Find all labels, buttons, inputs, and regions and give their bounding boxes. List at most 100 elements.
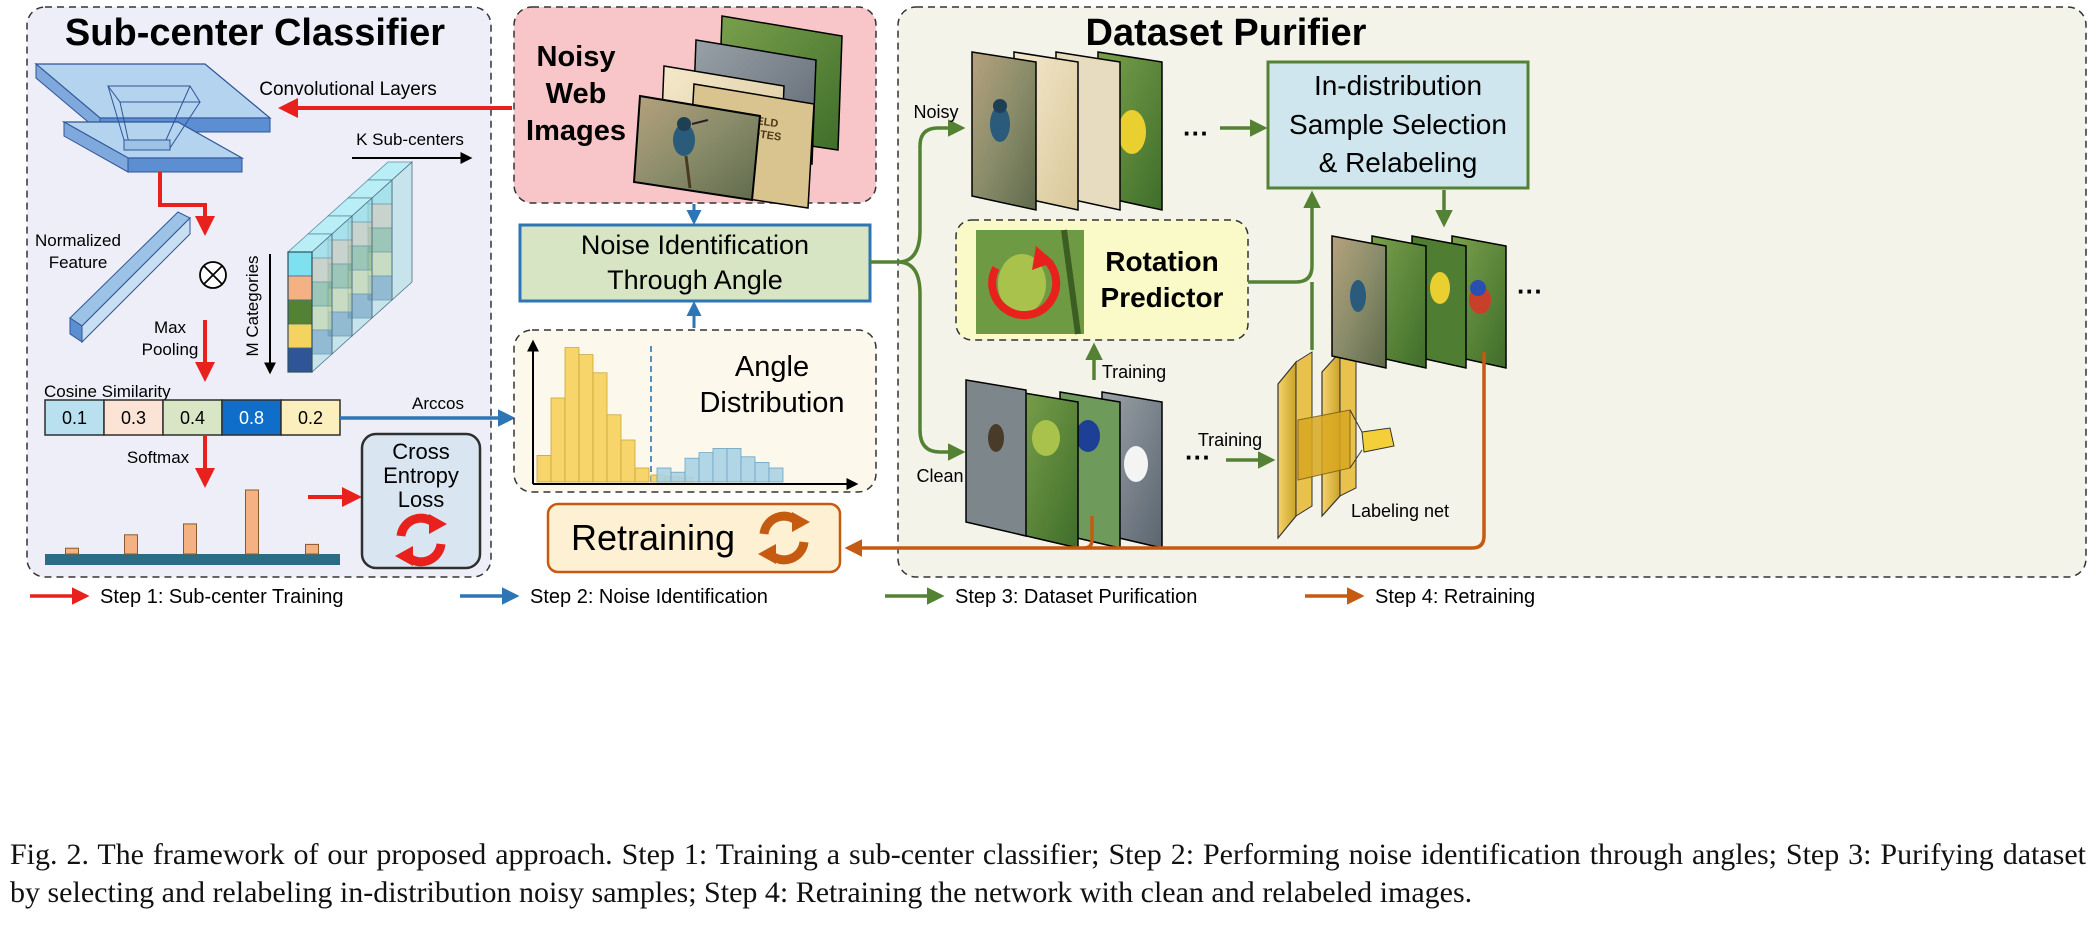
cosine-similarity-label: Cosine Similarity bbox=[44, 382, 171, 401]
noisy-web-label-3: Images bbox=[526, 115, 626, 147]
angle-histogram bbox=[527, 339, 859, 490]
noisy-images-stack: FIELD NOTES bbox=[632, 15, 843, 209]
softmax-bar bbox=[245, 489, 259, 555]
hist-bar-noisy bbox=[656, 467, 672, 483]
hist-bar-noisy bbox=[684, 457, 700, 483]
cosine-cell-value: 0.8 bbox=[239, 408, 264, 428]
weight-cell bbox=[287, 251, 313, 277]
softmax-bar bbox=[183, 523, 197, 555]
weight-side-face bbox=[371, 179, 393, 319]
rotation-label-1: Rotation bbox=[1105, 246, 1219, 277]
labeling-net-label: Labeling net bbox=[1351, 501, 1449, 521]
hist-bar-clean bbox=[536, 454, 552, 483]
step4-arrow-clean-to-retraining bbox=[1083, 516, 1094, 550]
retraining-cycle-icon bbox=[758, 511, 810, 565]
legend-label: Step 4: Retraining bbox=[1375, 586, 1535, 608]
hist-bar-noisy bbox=[726, 447, 742, 483]
cross-entropy-loss-box bbox=[360, 432, 482, 570]
angle-label-1: Angle bbox=[735, 351, 809, 383]
arccos-label: Arccos bbox=[412, 394, 464, 413]
otimes-icon bbox=[199, 261, 227, 289]
noisy-ellipsis: ··· bbox=[1183, 118, 1209, 148]
hist-bar-clean bbox=[564, 347, 580, 483]
rotation-label-2: Predictor bbox=[1101, 282, 1224, 313]
cross-entropy-label-1: Cross bbox=[392, 439, 449, 464]
indist-label-2: Sample Selection bbox=[1289, 109, 1507, 140]
step3-arrow-rotation-to-selection bbox=[1248, 190, 1321, 284]
softmax-baseline bbox=[45, 554, 340, 565]
noisy-label: Noisy bbox=[913, 102, 958, 122]
step-legend: Step 1: Sub-center Training Step 2: Noise… bbox=[30, 586, 1535, 608]
cosine-cell bbox=[103, 399, 164, 436]
m-categories-label: M Categories bbox=[243, 255, 262, 356]
max-pooling-label-1: Max bbox=[154, 318, 187, 337]
cosine-cell bbox=[280, 399, 341, 436]
angle-label-2: Distribution bbox=[699, 387, 844, 419]
hist-bar-noisy bbox=[670, 471, 686, 483]
hist-bar-noisy bbox=[698, 452, 714, 483]
indist-label-3: & Relabeling bbox=[1319, 147, 1478, 178]
framework-diagram: Sub-center Classifier Convolutional Laye… bbox=[26, 6, 2087, 608]
cosine-similarity-vector: 0.1 0.3 0.4 0.8 0.2 bbox=[44, 399, 341, 436]
weight-cell bbox=[287, 299, 313, 325]
cosine-cell-value: 0.3 bbox=[121, 408, 146, 428]
rotation-image bbox=[976, 229, 1084, 335]
noise-id-label-2: Through Angle bbox=[607, 265, 783, 295]
noisy-sample-stack bbox=[971, 51, 1163, 211]
softmax-bar-plot bbox=[45, 489, 340, 565]
normalized-feature-label-2: Feature bbox=[49, 253, 108, 272]
training-label-2: Training bbox=[1198, 430, 1262, 450]
max-pooling-label-2: Pooling bbox=[142, 340, 199, 359]
clean-label: Clean bbox=[916, 466, 963, 486]
weight-tensor-grid bbox=[286, 161, 414, 373]
noise-identification-box bbox=[518, 223, 872, 303]
indist-label-1: In-distribution bbox=[1314, 70, 1482, 101]
weight-cell bbox=[287, 275, 313, 301]
k-subcenters-label: K Sub-centers bbox=[356, 130, 464, 149]
cosine-cell-value: 0.1 bbox=[62, 408, 87, 428]
step3-arrow-split-noisy bbox=[870, 119, 966, 264]
cosine-cell bbox=[44, 399, 105, 436]
in-distribution-box bbox=[1266, 60, 1530, 190]
weight-side-face bbox=[331, 215, 353, 355]
softmax-label: Softmax bbox=[127, 448, 190, 467]
figure-caption: Fig. 2. The framework of our proposed ap… bbox=[10, 838, 2086, 909]
weight-front-frame bbox=[287, 251, 313, 373]
clean-sample-stack bbox=[965, 379, 1163, 549]
relabeled-sample-stack bbox=[1331, 235, 1507, 369]
conv-layers-graphic bbox=[34, 62, 272, 173]
normalized-feature-label-1: Normalized bbox=[35, 231, 121, 250]
hist-bar-clean bbox=[592, 372, 608, 483]
hist-bar-clean bbox=[606, 414, 622, 483]
weight-side-face bbox=[311, 233, 333, 373]
cosine-cell-value: 0.4 bbox=[180, 408, 205, 428]
hist-bar-clean bbox=[634, 467, 650, 483]
hist-bar-noisy bbox=[768, 467, 784, 483]
hist-bar-clean bbox=[550, 397, 566, 483]
normalized-feature-bar bbox=[69, 211, 191, 344]
hist-bar-noisy bbox=[740, 456, 756, 483]
noisy-web-label-2: Web bbox=[546, 78, 607, 110]
step3-arrow-split-clean bbox=[897, 260, 966, 461]
cosine-cell bbox=[221, 399, 282, 436]
relabeled-ellipsis: ··· bbox=[1517, 276, 1543, 306]
weight-side-face bbox=[351, 197, 373, 337]
softmax-bar bbox=[124, 534, 138, 555]
hist-bar-clean bbox=[578, 354, 594, 483]
clean-ellipsis: ··· bbox=[1185, 442, 1211, 472]
conv-layers-label: Convolutional Layers bbox=[259, 79, 436, 100]
step4-arrow-relabeled-to-retraining bbox=[844, 352, 1486, 557]
legend-label: Step 3: Dataset Purification bbox=[955, 586, 1197, 608]
legend-label: Step 1: Sub-center Training bbox=[100, 586, 343, 608]
cosine-cell bbox=[162, 399, 223, 436]
noisy-web-label-1: Noisy bbox=[537, 41, 616, 73]
step1-arrow-conv-to-feature bbox=[158, 172, 215, 236]
training-label-1: Training bbox=[1102, 362, 1166, 382]
softmax-bar bbox=[65, 547, 79, 555]
cosine-cell-value: 0.2 bbox=[298, 408, 323, 428]
legend-label: Step 2: Noise Identification bbox=[530, 586, 768, 608]
retraining-label: Retraining bbox=[571, 517, 735, 558]
hist-bar-noisy bbox=[712, 447, 728, 483]
weight-cell bbox=[287, 347, 313, 373]
cross-entropy-label-3: Loss bbox=[398, 487, 444, 512]
